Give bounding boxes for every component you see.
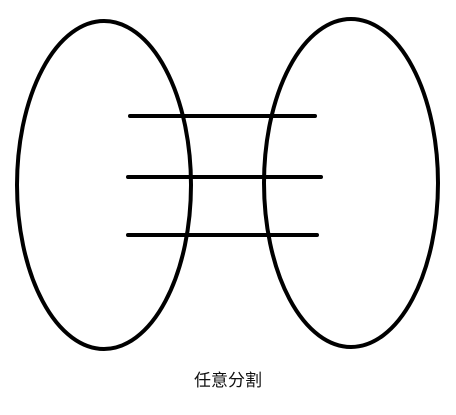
right-partition-ellipse bbox=[262, 17, 440, 349]
left-partition-ellipse bbox=[15, 19, 193, 351]
diagram-caption: 任意分割 bbox=[194, 371, 262, 391]
